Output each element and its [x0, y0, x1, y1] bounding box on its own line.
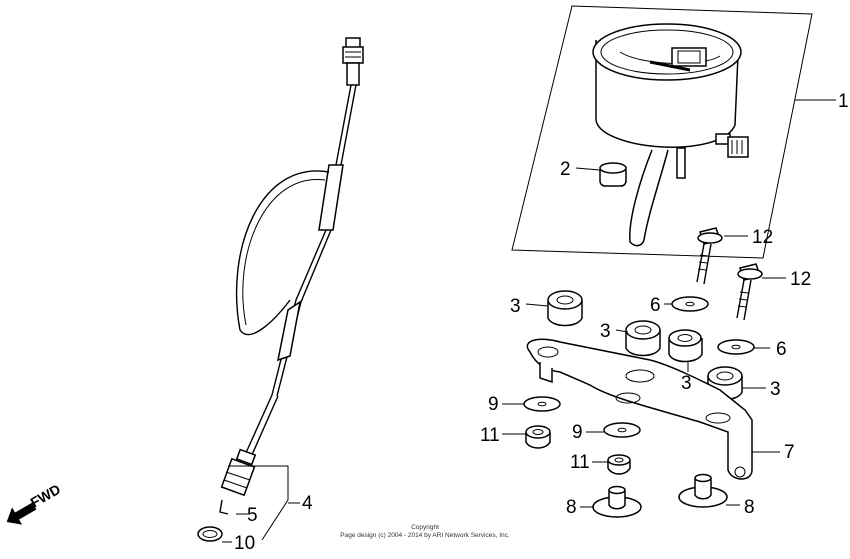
meter-stay-bracket: [526, 338, 753, 480]
callout-9b: 9: [572, 422, 583, 443]
washer-6b: [717, 339, 755, 355]
callout-3c: 3: [681, 373, 692, 394]
callout-11a: 11: [480, 425, 500, 446]
callout-6a: 6: [650, 295, 661, 316]
washer-9a: [523, 396, 561, 412]
nut-11a: [525, 425, 551, 449]
callout-8b: 8: [744, 497, 755, 518]
leader-lines: [502, 99, 836, 508]
speedometer-cable: [197, 37, 364, 542]
bolt-upper: [696, 227, 723, 285]
bulb-socket: [599, 162, 627, 187]
callout-4: 4: [302, 493, 313, 514]
fwd-label: FWD: [28, 481, 64, 511]
forward-direction-indicator: FWD: [6, 481, 64, 525]
callout-3b: 3: [600, 321, 611, 342]
collar-8b: [678, 473, 728, 508]
callout-3d: 3: [770, 379, 781, 400]
callout-12a: 12: [752, 227, 773, 248]
collar-8a: [592, 485, 642, 518]
callout-7: 7: [784, 442, 795, 463]
copyright-title: Copyright: [411, 524, 439, 531]
meter-assembly-box: [511, 5, 813, 259]
callout-8a: 8: [566, 497, 577, 518]
washer-6a: [671, 296, 709, 312]
callout-2: 2: [560, 159, 571, 180]
speedometer-meter: [592, 23, 749, 247]
nut-11b: [607, 454, 631, 475]
copyright-notice: Page design (c) 2004 - 2014 by ARI Netwo…: [340, 532, 510, 539]
bolt-lower: [736, 263, 763, 321]
callout-9a: 9: [488, 394, 499, 415]
washer-9b: [603, 422, 641, 438]
forward-arrow-icon: [6, 502, 37, 525]
callout-12b: 12: [790, 269, 811, 290]
callout-10: 10: [234, 533, 255, 554]
grommet-1: [547, 290, 583, 327]
grommet-3: [668, 329, 703, 363]
grommet-2: [625, 320, 661, 357]
callout-3a: 3: [510, 296, 521, 317]
callout-6b: 6: [776, 339, 787, 360]
callout-11b: 11: [570, 452, 590, 473]
callout-5: 5: [247, 505, 258, 526]
callout-1: 1: [838, 91, 849, 112]
